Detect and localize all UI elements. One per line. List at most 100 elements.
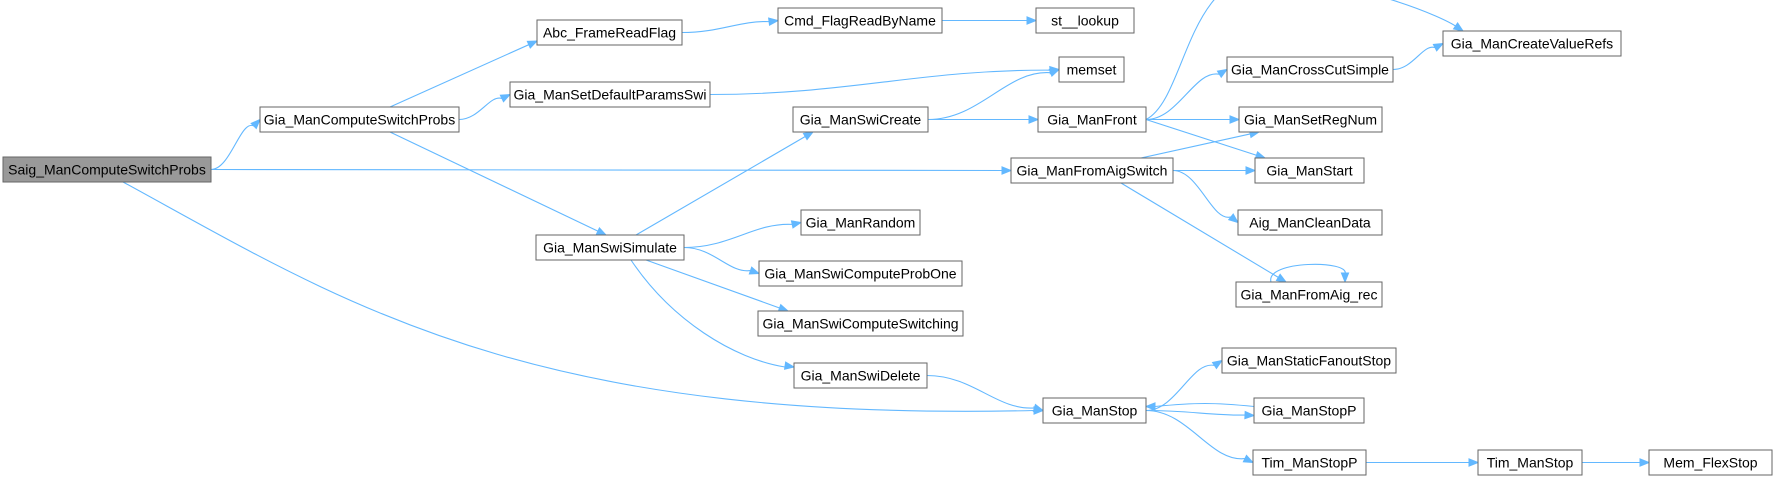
edge-saig-to-fas [210,166,1013,175]
edge-swisim-to-swicr [635,131,815,236]
node-tstop[interactable]: Tim_ManStop [1477,449,1583,476]
node-box [1442,30,1622,57]
edge-arrowhead [1001,166,1013,175]
node-box [1058,56,1125,83]
node-st[interactable]: st__lookup [1035,7,1135,34]
edge-front-to-ccs [1145,68,1229,121]
edge-swicr-to-front [928,115,1040,124]
edge-line [709,69,1051,96]
edge-swisim-to-del [630,259,796,370]
node-label: Saig_ManComputeSwitchProbs [8,162,206,178]
node-box [777,7,943,34]
node-label: Gia_ManSetDefaultParamsSwi [514,87,707,103]
edge-line [1145,118,1257,156]
node-label: Abc_FrameReadFlag [543,25,676,41]
node-box [1252,449,1367,476]
node-label: Gia_ManSwiCreate [800,112,922,128]
edge-line [389,44,530,108]
edge-line [683,246,751,272]
edge-fas-to-start [1173,166,1257,175]
edge-line [210,168,1003,172]
edge-cmd-to-st [942,16,1038,25]
edge-arrowhead [768,17,780,26]
node-box [1035,7,1135,34]
node-rand[interactable]: Gia_ManRandom [800,209,921,236]
node-far[interactable]: Gia_ManFromAig_rec [1235,281,1383,308]
node-label: Gia_ManComputeSwitchProbs [264,112,455,128]
node-cpo[interactable]: Gia_ManSwiComputeProbOne [758,260,963,287]
node-box [1226,56,1394,83]
node-label: Gia_ManFromAig_rec [1241,287,1378,303]
edge-line [1392,46,1436,71]
edge-line [1270,263,1346,283]
node-srn[interactable]: Gia_ManSetRegNum [1238,106,1383,133]
edge-arrowhead [1144,402,1156,411]
edge-arrowhead [802,131,815,141]
edge-line [1154,402,1255,408]
node-abc[interactable]: Abc_FrameReadFlag [536,19,683,46]
edge-gcsp-to-abc [389,40,539,108]
edge-ccs-to-cvr [1392,42,1445,71]
edge-line [645,259,780,309]
edge-stop-to-stopp [1145,409,1256,420]
node-acd[interactable]: Aig_ManCleanData [1237,209,1383,236]
node-layer: Saig_ManComputeSwitchProbs Gia_ManCompute… [2,7,1773,476]
node-del[interactable]: Gia_ManSwiDelete [793,362,928,389]
node-label: Gia_ManSwiComputeSwitching [762,316,958,332]
node-front[interactable]: Gia_ManFront [1037,106,1147,133]
node-label: Gia_ManStop [1052,403,1138,419]
node-saig[interactable]: Saig_ManComputeSwitchProbs [2,156,212,183]
edge-far-to-far [1270,263,1350,284]
edge-line [926,374,1035,409]
node-swicr[interactable]: Gia_ManSwiCreate [792,106,929,133]
node-label: st__lookup [1051,13,1119,29]
node-sfs[interactable]: Gia_ManStaticFanoutStop [1221,347,1397,374]
node-stop[interactable]: Gia_ManStop [1042,397,1147,424]
node-stopp[interactable]: Gia_ManStopP [1253,397,1365,424]
node-start[interactable]: Gia_ManStart [1254,157,1365,184]
node-cmd[interactable]: Cmd_FlagReadByName [777,7,943,34]
node-label: Gia_ManStart [1266,163,1352,179]
edge-line [122,181,1035,412]
edge-front-to-cvr [1145,0,1465,120]
node-box [1221,347,1397,374]
node-box [536,19,683,46]
edge-line [1172,169,1232,218]
node-gcsp[interactable]: Gia_ManComputeSwitchProbs [259,106,460,133]
edge-fas-to-far [1120,182,1288,283]
node-label: Gia_ManFront [1047,112,1137,128]
node-label: Gia_ManSetRegNum [1244,112,1377,128]
node-box [509,81,711,108]
edge-gcsp-to-swisim [389,131,608,236]
edge-stop-to-tstopp [1145,409,1255,464]
node-box [793,362,928,389]
node-sdp[interactable]: Gia_ManSetDefaultParamsSwi [509,81,711,108]
edge-arrowhead [1244,410,1256,420]
edge-arrowhead [777,303,790,312]
edge-line [635,136,806,236]
node-memset[interactable]: memset [1058,56,1125,83]
edge-arrowhead [1242,454,1255,464]
edge-line [1145,409,1245,460]
node-tstopp[interactable]: Tim_ManStopP [1252,449,1367,476]
node-swisim[interactable]: Gia_ManSwiSimulate [535,234,685,261]
node-box [1010,157,1174,184]
edge-fas-to-srn [1140,129,1261,159]
edge-tstop-to-mfs [1582,458,1651,467]
edge-arrowhead [1639,458,1651,467]
edge-arrowhead [748,266,761,275]
node-label: Gia_ManSwiComputeProbOne [764,266,956,282]
node-ccs[interactable]: Gia_ManCrossCutSimple [1226,56,1394,83]
node-box [1237,209,1383,236]
node-csw[interactable]: Gia_ManSwiComputeSwitching [757,310,964,337]
edge-line [630,259,786,368]
node-label: Gia_ManSwiSimulate [543,240,677,256]
edge-line [1145,0,1458,120]
node-label: Gia_ManRandom [806,215,916,231]
edge-tstopp-to-tstop [1366,458,1480,467]
edge-arrowhead [595,226,608,236]
node-fas[interactable]: Gia_ManFromAigSwitch [1010,157,1174,184]
node-mfs[interactable]: Mem_FlexStop [1648,449,1773,476]
node-cvr[interactable]: Gia_ManCreateValueRefs [1442,30,1622,57]
edge-line [683,223,793,249]
